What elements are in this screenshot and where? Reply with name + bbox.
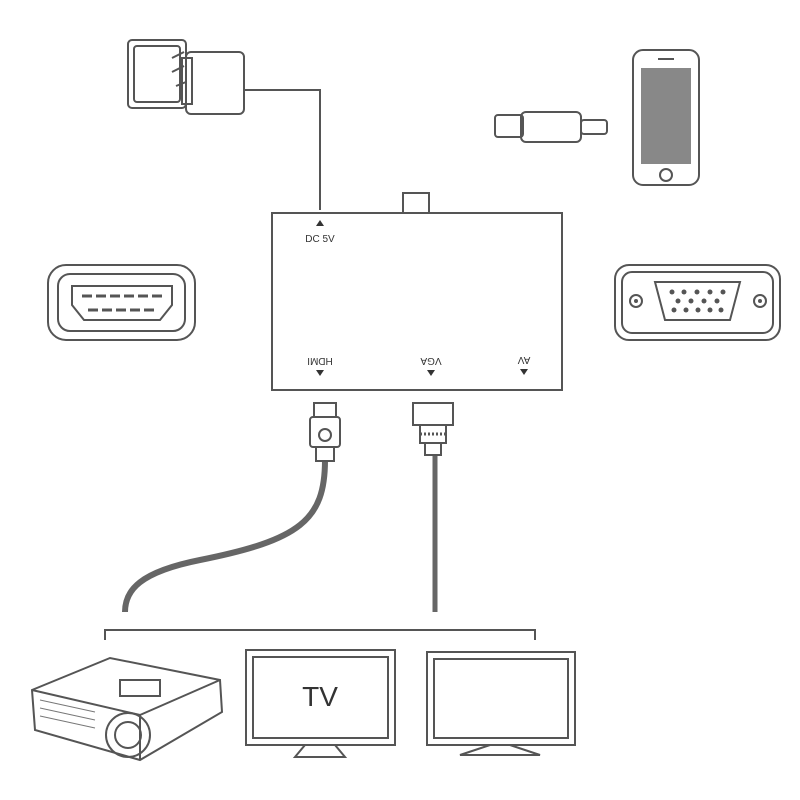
- output-bracket: [104, 629, 536, 640]
- lightning-cable: [402, 111, 608, 214]
- vga-port-label: VGA: [420, 355, 441, 366]
- wall-outlet-icon: [127, 39, 187, 109]
- vga-port-icon: [614, 264, 781, 341]
- hdmi-port-icon: [47, 264, 196, 341]
- tv-label: TV: [302, 681, 338, 712]
- hdmi-port-label: HDMI: [307, 355, 333, 366]
- vga-cable: [412, 402, 454, 612]
- smartphone-icon: [632, 49, 700, 186]
- adapter-box: DC 5V HDMI VGA AV: [271, 212, 563, 391]
- dc-5v-label: DC 5V: [305, 234, 335, 245]
- power-cable: [244, 89, 321, 210]
- tv-icon: TV: [245, 649, 396, 758]
- av-port-label: AV: [517, 354, 530, 365]
- monitor-icon: [426, 651, 576, 756]
- hdmi-cable: [122, 402, 341, 613]
- projector-icon: [30, 656, 224, 762]
- power-plug-icon: [171, 51, 245, 115]
